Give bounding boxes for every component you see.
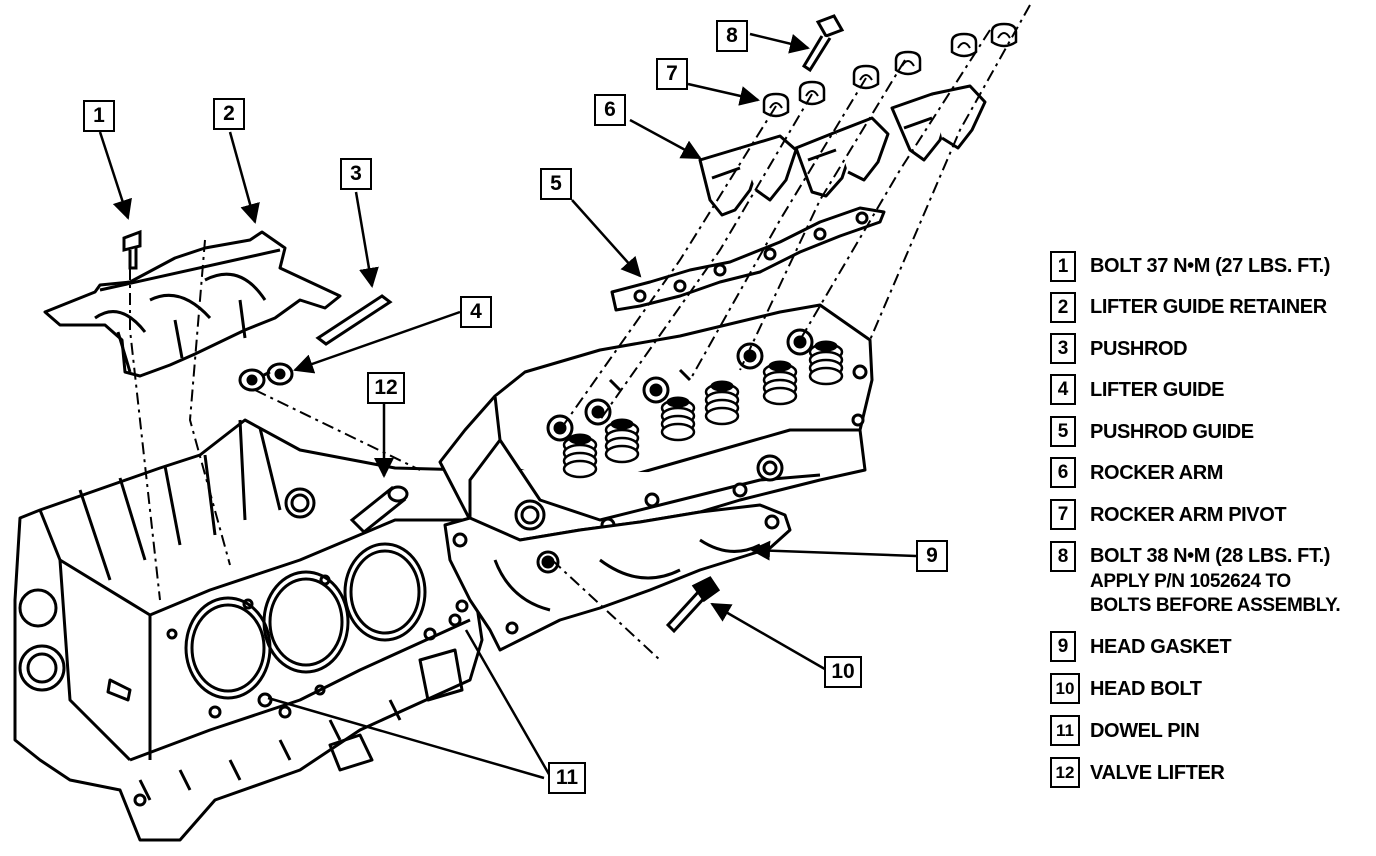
legend-text-4: LIFTER GUIDE — [1090, 379, 1225, 401]
pushrod-part — [315, 294, 393, 346]
legend-text-8: BOLT 38 N•M (28 LBS. FT.) — [1090, 545, 1330, 567]
callout-3: 3 — [340, 158, 372, 190]
callout-11: 11 — [548, 762, 586, 794]
legend-key-3: 3 — [1050, 333, 1076, 364]
retainer-bolt-part — [122, 229, 142, 270]
head-bolt-part — [665, 576, 721, 634]
legend-key-5: 5 — [1050, 416, 1076, 447]
cylinder-head — [438, 303, 874, 542]
legend-text-8-line-2: APPLY P/N 1052624 TO — [1090, 571, 1291, 592]
legend-text-7: ROCKER ARM PIVOT — [1090, 504, 1287, 526]
legend-key-10: 10 — [1050, 673, 1080, 704]
alignment-lines — [129, 4, 1031, 661]
legend-key-9: 9 — [1050, 631, 1076, 662]
legend-text-2: LIFTER GUIDE RETAINER — [1090, 296, 1327, 318]
callout-6: 6 — [594, 94, 626, 126]
rocker-bolt-part — [801, 14, 845, 73]
pushrod-guide-part — [610, 206, 886, 312]
rocker-arms — [698, 84, 987, 217]
legend-text-12: VALVE LIFTER — [1090, 762, 1225, 784]
callout-7: 7 — [656, 58, 688, 90]
legend-text-9: HEAD GASKET — [1090, 636, 1232, 658]
legend-key-12: 12 — [1050, 757, 1080, 788]
legend-text-3: PUSHROD — [1090, 338, 1188, 360]
legend-text-1: BOLT 37 N•M (27 LBS. FT.) — [1090, 255, 1330, 277]
legend-key-6: 6 — [1050, 457, 1076, 488]
lifter-guide-retainer-part — [43, 230, 342, 378]
legend-text-8-line-3: BOLTS BEFORE ASSEMBLY. — [1090, 595, 1341, 616]
callout-4: 4 — [460, 296, 492, 328]
legend-key-2: 2 — [1050, 292, 1076, 323]
legend-key-7: 7 — [1050, 499, 1076, 530]
legend-text-6: ROCKER ARM — [1090, 462, 1224, 484]
callout-5: 5 — [540, 168, 572, 200]
callout-2: 2 — [213, 98, 245, 130]
legend-key-1: 1 — [1050, 251, 1076, 282]
legend-key-11: 11 — [1050, 715, 1080, 746]
legend-text-5: PUSHROD GUIDE — [1090, 421, 1254, 443]
leader-lines — [98, 32, 917, 780]
lifter-guide-part — [238, 362, 294, 392]
legend-text-10: HEAD BOLT — [1090, 678, 1202, 700]
callout-12: 12 — [367, 372, 405, 404]
valve-lifter-part — [349, 485, 409, 535]
callout-8: 8 — [716, 20, 748, 52]
legend-key-4: 4 — [1050, 374, 1076, 405]
callout-1: 1 — [83, 100, 115, 132]
legend-text-11: DOWEL PIN — [1090, 720, 1200, 742]
engine-block — [13, 418, 484, 842]
callout-10: 10 — [824, 656, 862, 688]
legend-key-8: 8 — [1050, 541, 1076, 572]
head-gasket-part — [443, 503, 792, 652]
callout-9: 9 — [916, 540, 948, 572]
